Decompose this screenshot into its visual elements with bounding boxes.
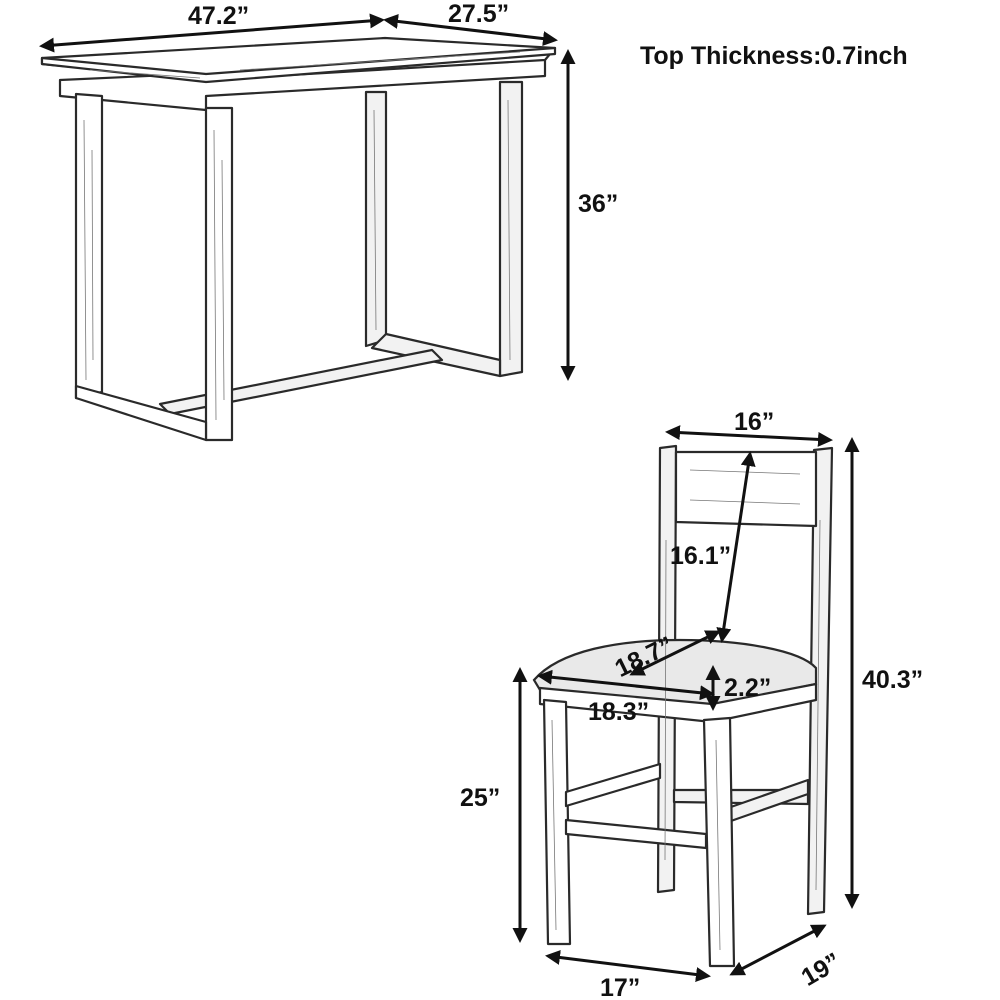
chair-back-height-label: 16.1” — [670, 542, 731, 570]
chair-seat-thickness-label: 2.2” — [724, 674, 771, 702]
chair-front-stretcher — [564, 818, 708, 850]
chair-back-height-arrow — [716, 451, 756, 643]
table-front-right-leg — [204, 106, 234, 442]
table-length-label: 47.2” — [188, 2, 249, 30]
table-length-arrow — [39, 13, 385, 53]
chair-base-depth-label: 19” — [797, 947, 846, 991]
table-height-label: 36” — [578, 190, 618, 218]
chair-overall-height-label: 40.3” — [862, 666, 923, 694]
chair-drawing — [532, 444, 834, 968]
chair-seat-depth-arrow — [629, 630, 721, 676]
chair-seat-width-arrow — [537, 669, 715, 701]
table-floor-stretcher — [158, 348, 444, 416]
chair-seat-width-label: 18.3” — [588, 698, 649, 726]
chair-base-width-arrow — [545, 950, 711, 982]
table-front-left-leg — [74, 92, 104, 400]
table-width-label: 27.5” — [448, 0, 509, 28]
top-thickness-note: Top Thickness:0.7inch — [640, 42, 908, 70]
chair-front-right-leg — [702, 716, 736, 968]
chair-front-left-leg — [542, 698, 572, 946]
table-drawing — [40, 36, 557, 442]
chair-back-right-post — [806, 446, 834, 916]
table-width-arrow — [383, 13, 558, 47]
chair-back-width-arrow — [665, 425, 833, 447]
chair-left-side-stretcher — [564, 762, 662, 808]
chair-seat-height-label: 25” — [460, 784, 500, 812]
chair-base-width-label: 17” — [600, 974, 640, 1000]
chair-back-width-label: 16” — [734, 408, 774, 436]
table-back-right-leg — [498, 80, 524, 378]
table-side-stretcher — [74, 384, 208, 442]
chair-base-depth-arrow — [729, 924, 827, 976]
table-top-edge — [40, 46, 557, 84]
